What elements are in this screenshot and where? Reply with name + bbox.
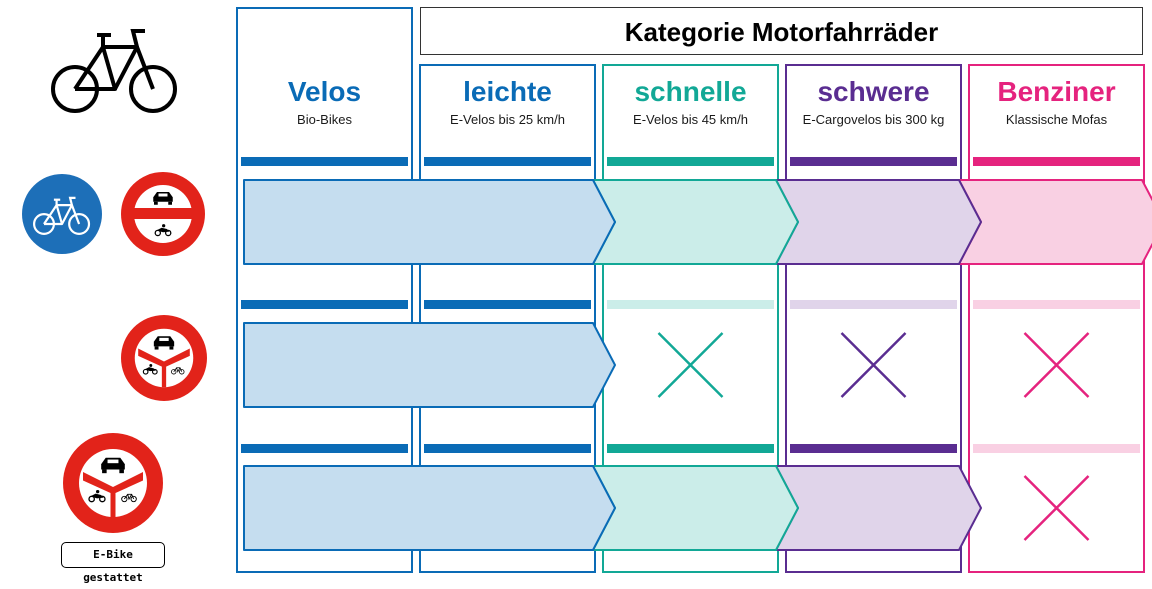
row-stripe: [790, 300, 957, 309]
not-allowed-cross: [1023, 332, 1090, 398]
allowed-arrow: [958, 179, 1152, 265]
allowed-arrow: [243, 322, 616, 408]
row-stripe: [241, 300, 408, 309]
column-subtitle: Klassische Mofas: [1005, 112, 1108, 127]
column-subtitle: E-Velos bis 45 km/h: [633, 112, 748, 127]
row-stripe: [973, 300, 1140, 309]
row-stripe: [607, 157, 774, 166]
allowed-arrow: [775, 465, 982, 551]
column-title: schnelle: [634, 76, 747, 107]
row-stripe: [424, 157, 591, 166]
allowed-arrow: [592, 465, 799, 551]
row-stripe: [973, 444, 1140, 453]
column-frame-velos: [236, 7, 413, 573]
row-stripe: [424, 444, 591, 453]
row-stripe: [607, 444, 774, 453]
row-stripe: [607, 300, 774, 309]
no-motorcycles-mopeds-ebike-exception-sign-icon: [63, 433, 163, 533]
not-allowed-cross: [840, 332, 907, 398]
row-stripe: [241, 444, 408, 453]
allowed-arrow: [592, 179, 799, 265]
column-frame-schnelle: [602, 64, 779, 573]
row-stripe: [973, 157, 1140, 166]
row-stripe: [241, 157, 408, 166]
allowed-arrow: [243, 465, 616, 551]
row-stripe: [424, 300, 591, 309]
column-subtitle: Bio-Bikes: [297, 112, 352, 127]
allowed-arrow: [243, 179, 616, 265]
bicycle-icon: [51, 29, 177, 113]
ebike-exception-label: E-Bike gestattet: [61, 542, 165, 584]
bicycle-path-sign-icon: [22, 174, 102, 254]
column-title: schwere: [817, 76, 930, 107]
allowed-arrow: [775, 179, 982, 265]
column-title: Velos: [287, 76, 362, 107]
column-title: Benziner: [997, 76, 1116, 107]
column-frame-benziner: [968, 64, 1145, 573]
not-allowed-cross: [1023, 475, 1090, 541]
row-stripe: [790, 157, 957, 166]
no-motor-vehicles-sign-icon: [121, 172, 205, 256]
row-stripe: [790, 444, 957, 453]
column-title: leichte: [463, 76, 552, 107]
not-allowed-cross: [657, 332, 724, 398]
category-title: Kategorie Motorfahrräder: [420, 7, 1143, 55]
column-frame-schwere: [785, 64, 962, 573]
no-motorcycles-mopeds-sign-icon: [121, 315, 207, 401]
column-subtitle: E-Velos bis 25 km/h: [450, 112, 565, 127]
column-frame-leichte: [419, 64, 596, 573]
column-subtitle: E-Cargovelos bis 300 kg: [802, 112, 945, 127]
